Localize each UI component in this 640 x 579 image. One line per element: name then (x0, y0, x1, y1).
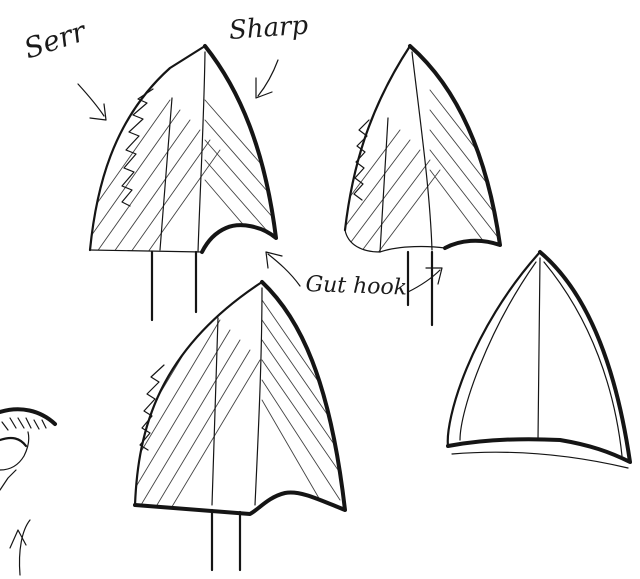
partial-sketch-left (0, 409, 55, 575)
label-sharp: Sharp (228, 10, 309, 45)
broadhead-serrated-front (90, 282, 345, 570)
annotation-arrows (78, 60, 442, 292)
label-gut-hook: Gut hook (305, 272, 407, 301)
broadhead-outline (448, 252, 630, 468)
broadhead-serrated-gut-hook (50, 46, 276, 320)
